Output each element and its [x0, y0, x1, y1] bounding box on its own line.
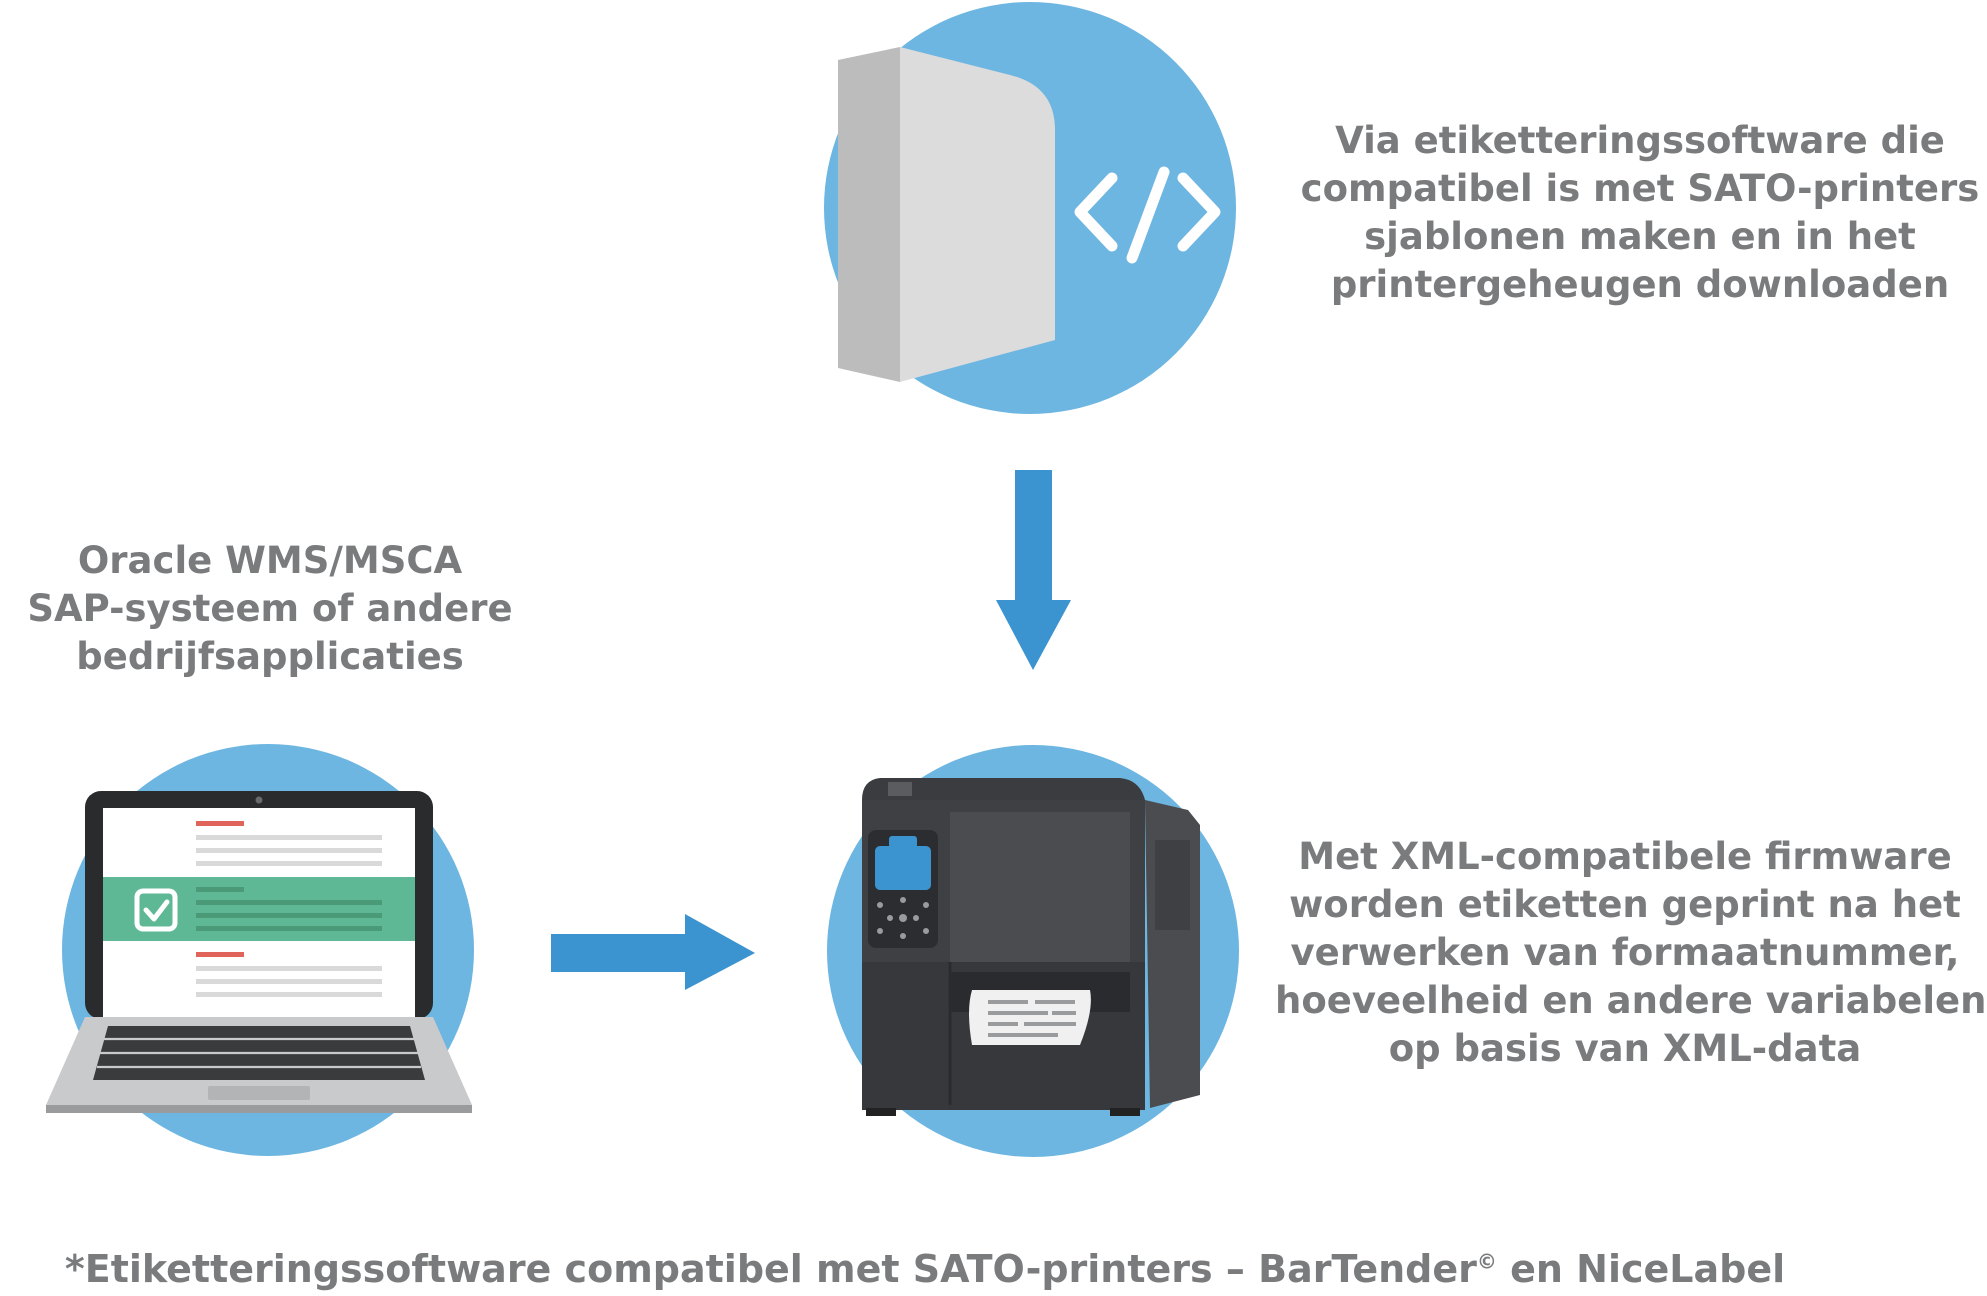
- software-caption-line: printergeheugen downloaden: [1330, 263, 1950, 306]
- copyright-mark: ©: [1476, 1249, 1497, 1274]
- firmware-caption-line: hoeveelheid en andere variabelen: [1275, 979, 1987, 1022]
- arrow-right-icon: [551, 914, 755, 990]
- firmware-caption-line: Met XML-compatibele firmware: [1298, 835, 1952, 878]
- footnote: *Etiketteringssoftware compatibel met SA…: [0, 1245, 1850, 1293]
- firmware-caption: Met XML-compatibele firmware worden etik…: [1275, 833, 1987, 1073]
- software-caption-line: sjablonen maken en in het: [1364, 215, 1916, 258]
- erp-caption-line: Oracle WMS/MSCA: [77, 539, 463, 582]
- checkbox-icon: [134, 888, 178, 932]
- erp-caption-line: SAP-systeem of andere: [27, 587, 513, 630]
- code-brackets-icon: [1074, 166, 1221, 264]
- software-caption: Via etiketteringssoftware die compatibel…: [1290, 117, 1987, 309]
- footnote-text-end: en NiceLabel: [1496, 1247, 1786, 1291]
- software-caption-line: compatibel is met SATO-printers: [1300, 167, 1980, 210]
- erp-caption-line: bedrijfsapplicaties: [76, 635, 464, 678]
- arrow-down-icon: [996, 470, 1071, 670]
- laptop-icon: [46, 744, 474, 1156]
- software-box-icon: [824, 2, 1236, 414]
- firmware-caption-line: verwerken van formaatnummer,: [1290, 931, 1960, 974]
- erp-caption: Oracle WMS/MSCA SAP-systeem of andere be…: [0, 537, 540, 681]
- footnote-text: *Etiketteringssoftware compatibel met SA…: [64, 1247, 1477, 1291]
- firmware-caption-line: op basis van XML-data: [1388, 1027, 1862, 1070]
- software-caption-line: Via etiketteringssoftware die: [1335, 119, 1945, 162]
- firmware-caption-line: worden etiketten geprint na het: [1289, 883, 1961, 926]
- label-printer-icon: [827, 745, 1239, 1157]
